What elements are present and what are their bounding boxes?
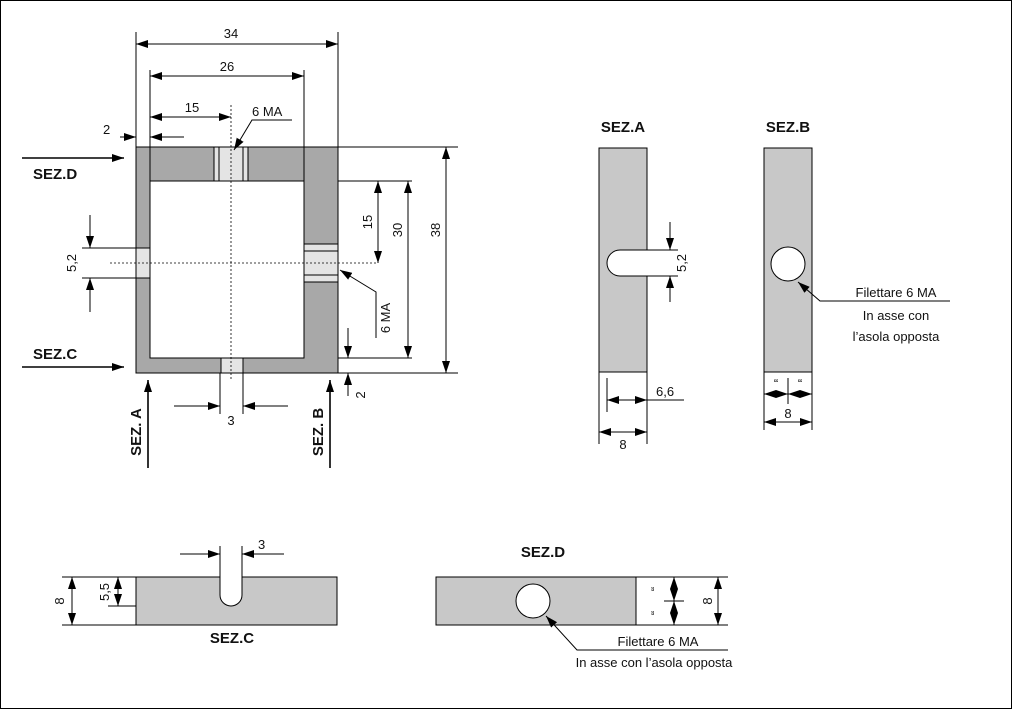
section-b-view: SEZ.B Filettare 6 MA In asse con l’asola…	[763, 119, 950, 430]
section-a-view: SEZ.A 5,2 6,6 8	[598, 119, 689, 452]
section-c-dim-8: 8	[52, 597, 67, 604]
section-d-dim-8: 8	[700, 597, 715, 604]
section-d-view: SEZ.D “ “ 8 Filettare 6 MA In asse con l…	[435, 544, 734, 670]
dim-5-2-left-label: 5,2	[64, 254, 79, 272]
thread-top-label: 6 MA	[252, 104, 283, 119]
dim-38-label: 38	[428, 223, 443, 237]
slot-bottom	[220, 357, 244, 374]
section-c-dim-5-5: 5,5	[97, 583, 112, 601]
section-b-dim-quote-left: “	[774, 376, 778, 391]
dim-3-label: 3	[227, 413, 234, 428]
section-b-note-line1: Filettare 6 MA	[856, 285, 937, 300]
thread-right-leader	[339, 269, 377, 338]
dim-30-label: 30	[390, 223, 405, 237]
thread-right-label: 6 MA	[378, 303, 393, 334]
section-b-dim-8: 8	[784, 406, 791, 421]
dim-15-right-label: 15	[360, 215, 375, 229]
section-a-part	[598, 147, 648, 373]
section-a-dim-6-6: 6,6	[656, 384, 674, 399]
dim-15-top-label: 15	[185, 100, 199, 115]
section-d-hole	[515, 583, 551, 619]
section-d-label: SEZ.D	[33, 166, 77, 183]
section-c-label: SEZ.C	[33, 346, 77, 363]
slot-top	[213, 146, 249, 182]
section-b-hole	[770, 246, 806, 282]
section-d-dim-quote-top: “	[648, 587, 663, 591]
section-a-title: SEZ.A	[601, 119, 645, 136]
dim-26-label: 26	[220, 59, 234, 74]
thread-top-leader	[233, 119, 292, 151]
section-a-dim-5-2: 5,2	[674, 254, 689, 272]
section-c-part	[135, 576, 338, 626]
section-d-note-line2: In asse con l’asola opposta	[576, 655, 734, 670]
section-b-title: SEZ.B	[766, 119, 810, 136]
main-view: 34 26 15 6 MA 2 SEZ.D SEZ.C 5,2 15 30	[22, 26, 458, 468]
section-c-view: 3 8 5,5 SEZ.C	[52, 537, 338, 647]
section-a-label: SEZ. A	[128, 408, 145, 456]
section-c-title: SEZ.C	[210, 630, 254, 647]
section-b-note-line2: In asse con	[863, 308, 930, 323]
section-b-note-line3: l’asola opposta	[853, 329, 940, 344]
dim-34-label: 34	[224, 26, 238, 41]
section-d-title: SEZ.D	[521, 544, 565, 561]
section-b-note-leader	[797, 281, 950, 302]
section-d-note-leader	[545, 615, 728, 651]
section-a-dim-8: 8	[619, 437, 626, 452]
section-b-label: SEZ. B	[310, 408, 327, 457]
section-d-dim-quote-bottom: “	[648, 611, 663, 615]
section-c-dim-3: 3	[258, 537, 265, 552]
section-b-dim-quote-right: “	[798, 376, 802, 391]
dim-2-left-label: 2	[103, 122, 110, 137]
section-d-note-line1: Filettare 6 MA	[618, 634, 699, 649]
dim-2-bottom-label: 2	[353, 391, 368, 398]
slot-right	[303, 243, 339, 283]
